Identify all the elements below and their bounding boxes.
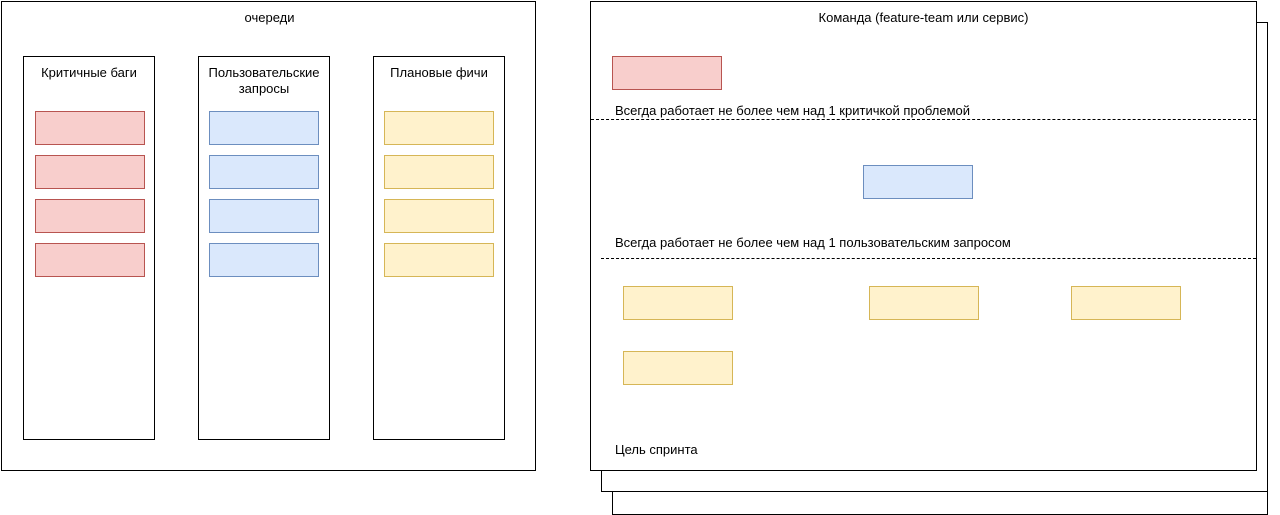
- planned-feature-card: [623, 286, 733, 320]
- critical-bug-card: [35, 155, 145, 189]
- critical-bug-card: [35, 111, 145, 145]
- queue-column-critical-bugs: Критичные баги: [23, 56, 155, 440]
- critical-divider: [591, 119, 1256, 120]
- queue-column-planned-features: Плановые фичи: [373, 56, 505, 440]
- sprint-goal-label: Цель спринта: [615, 442, 698, 457]
- request-divider: [601, 258, 1256, 259]
- user-request-card: [209, 111, 319, 145]
- planned-feature-card: [1071, 286, 1181, 320]
- user-request-card: [863, 165, 973, 199]
- planned-feature-card: [384, 111, 494, 145]
- critical-limit-label: Всегда работает не более чем над 1 крити…: [615, 103, 971, 118]
- planned-feature-card: [869, 286, 979, 320]
- planned-feature-card: [384, 199, 494, 233]
- team-container: Команда (feature-team или сервис) Всегда…: [590, 1, 1257, 471]
- planned-feature-card: [384, 243, 494, 277]
- user-request-card: [209, 199, 319, 233]
- queues-container: очереди Критичные баги Пользовательские …: [1, 1, 536, 471]
- queue-column-user-requests: Пользовательские запросы: [198, 56, 330, 440]
- queue-column-title: Критичные баги: [41, 65, 137, 80]
- critical-bug-card: [612, 56, 722, 90]
- planned-feature-card: [384, 155, 494, 189]
- queues-title: очереди: [244, 10, 295, 25]
- request-limit-label: Всегда работает не более чем над 1 польз…: [615, 235, 1011, 250]
- team-title: Команда (feature-team или сервис): [818, 10, 1029, 25]
- user-request-card: [209, 243, 319, 277]
- planned-feature-card: [623, 351, 733, 385]
- queue-column-title: Плановые фичи: [390, 65, 488, 80]
- critical-bug-card: [35, 199, 145, 233]
- user-request-card: [209, 155, 319, 189]
- critical-bug-card: [35, 243, 145, 277]
- queue-column-title: Пользовательские запросы: [208, 65, 320, 96]
